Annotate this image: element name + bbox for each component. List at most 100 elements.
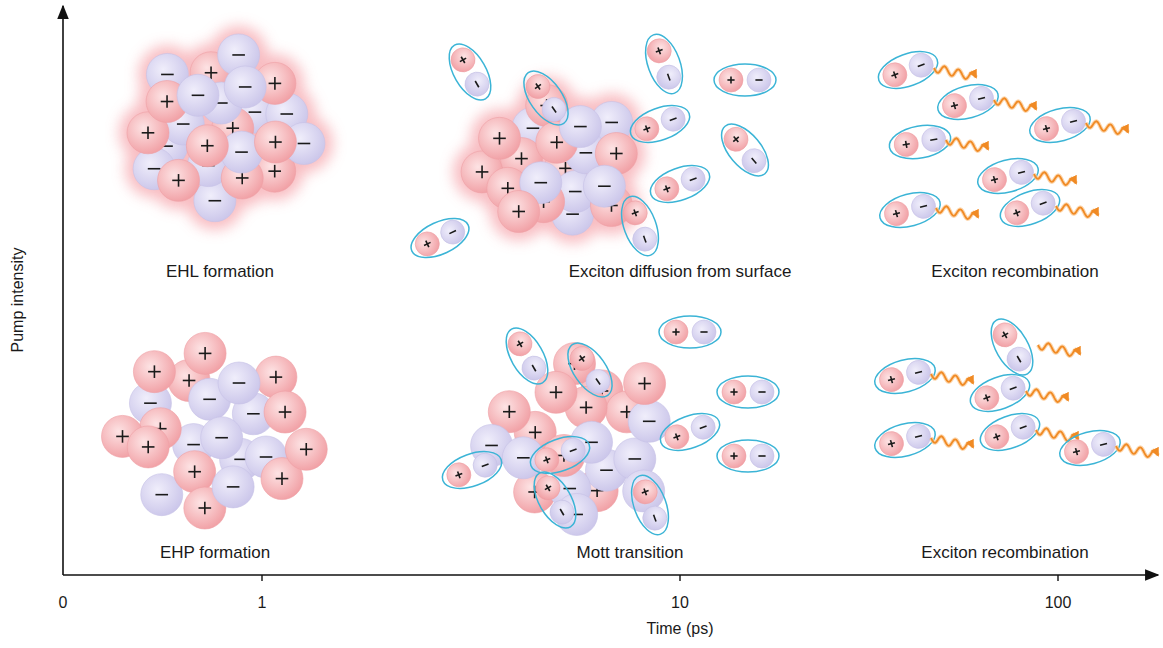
exciton	[983, 312, 1042, 382]
particle-body	[127, 426, 169, 468]
hole	[1062, 437, 1091, 466]
charge-sign	[994, 176, 996, 183]
charge-sign	[481, 166, 483, 179]
charge-sign	[666, 185, 668, 192]
photon-wave	[994, 98, 1036, 111]
liquid-glow	[119, 26, 333, 230]
photon-wave	[934, 66, 976, 79]
particle-body	[980, 165, 1009, 194]
exciton-outline	[871, 417, 939, 464]
charge-sign	[536, 84, 540, 90]
hole	[479, 117, 521, 159]
exciton-outline	[995, 182, 1064, 233]
panel-caption: Exciton recombination	[931, 263, 1098, 282]
particle-body	[583, 165, 625, 207]
x-axis	[63, 574, 1158, 576]
photon-glow	[936, 206, 978, 219]
charge-sign	[210, 66, 212, 79]
hole	[498, 190, 540, 232]
charge-sign	[194, 465, 196, 478]
exciton-outline	[659, 316, 721, 348]
charge-sign	[155, 494, 168, 496]
exciton	[614, 191, 665, 260]
ehp-cluster	[102, 332, 328, 529]
hole	[158, 159, 200, 201]
exciton-outline	[498, 321, 557, 391]
charge-sign	[275, 371, 277, 384]
charge-sign	[676, 433, 678, 440]
charge-sign	[915, 371, 922, 373]
electron	[904, 358, 933, 387]
charge-sign	[517, 457, 530, 459]
charge-sign	[1020, 426, 1027, 428]
charge-sign	[643, 421, 656, 423]
charge-sign	[626, 406, 628, 419]
particle-body	[212, 466, 254, 508]
hole	[174, 451, 216, 493]
electron	[750, 380, 774, 404]
charge-sign	[527, 127, 540, 129]
charge-sign	[239, 86, 252, 88]
charge-sign	[700, 331, 707, 333]
charge-sign	[280, 113, 293, 115]
electron	[177, 74, 219, 116]
charge-sign	[177, 123, 190, 125]
charge-sign	[598, 185, 611, 187]
charge-sign	[644, 377, 646, 390]
charge-sign	[161, 74, 174, 76]
photon-glow	[1086, 121, 1128, 134]
charge-sign	[1017, 356, 1021, 362]
charge-sign	[654, 515, 656, 522]
exciton	[975, 406, 1044, 457]
exciton-outline	[526, 465, 585, 535]
particle-body	[133, 351, 175, 393]
charge-sign	[569, 191, 582, 193]
exciton-outline	[624, 470, 675, 539]
exciton-outline	[638, 29, 689, 98]
particle-body	[177, 74, 219, 116]
charge-sign	[275, 136, 277, 149]
exciton-outline	[525, 429, 594, 480]
charge-sign	[585, 401, 587, 414]
photon-wave	[1034, 172, 1076, 185]
charge-sign	[122, 430, 124, 443]
photon-wave	[1026, 389, 1068, 402]
axis-title: Pump intensity	[9, 248, 27, 353]
exciton	[717, 376, 779, 408]
photon-wave	[931, 372, 973, 385]
charge-sign	[507, 182, 509, 195]
charge-sign	[552, 107, 556, 113]
particle-body	[750, 444, 774, 468]
exciton-outline	[934, 79, 1002, 126]
liquid-glow	[453, 77, 645, 244]
hole	[980, 165, 1009, 194]
charge-sign	[166, 95, 168, 108]
electron	[747, 68, 771, 92]
exciton-outline	[614, 191, 665, 260]
charge-sign	[596, 379, 600, 385]
photon-wave	[1038, 343, 1080, 356]
exciton-outline	[974, 153, 1042, 200]
particle-body	[722, 444, 746, 468]
charge-sign	[460, 58, 466, 62]
exciton-outline	[1056, 425, 1124, 472]
hole	[127, 426, 169, 468]
particle-body	[285, 428, 327, 470]
exciton	[871, 417, 939, 464]
charge-sign	[188, 374, 190, 387]
exciton	[624, 470, 675, 539]
charge-sign	[646, 125, 648, 132]
particle-body	[750, 380, 774, 404]
recombination-bottom	[871, 312, 1158, 471]
photon-wave	[931, 436, 973, 449]
electron	[628, 400, 670, 442]
particle-body	[623, 470, 665, 512]
axis-tick	[679, 575, 680, 581]
particle-body	[1059, 107, 1088, 136]
exciton-outline	[515, 63, 577, 132]
particle-body	[224, 66, 266, 108]
exciton-outline	[625, 98, 694, 149]
electron	[212, 466, 254, 508]
charge-sign	[978, 97, 985, 99]
exciton-outline	[717, 440, 779, 472]
